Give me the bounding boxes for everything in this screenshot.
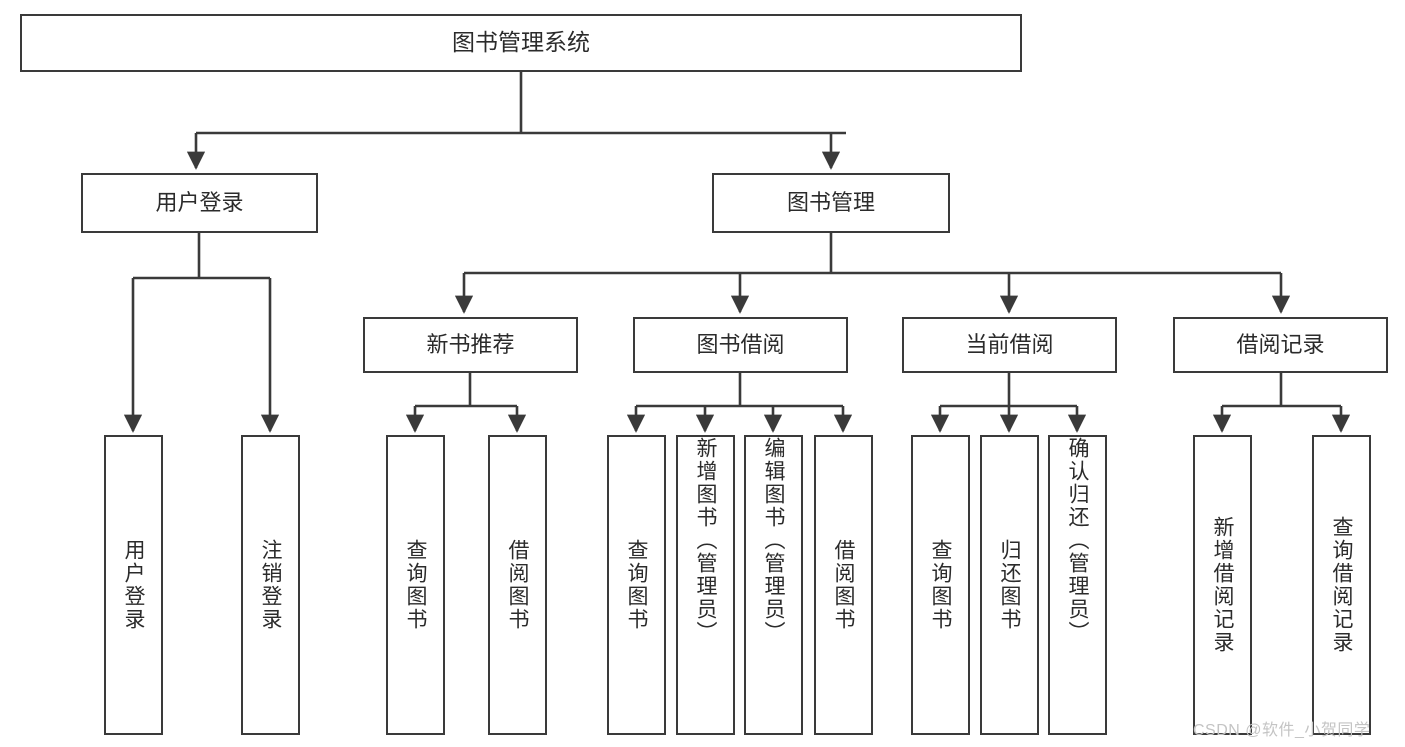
node-leaf-query-book-borrow-label: 查询图书 xyxy=(625,539,648,631)
node-leaf-query-book-newbook[interactable]: 查询图书 xyxy=(386,435,445,735)
node-new-book-recommend[interactable]: 新书推荐 xyxy=(363,317,578,373)
node-leaf-add-book-label: 新增图书（管理员） xyxy=(694,437,717,644)
node-leaf-confirm-return-label: 确认归还（管理员） xyxy=(1066,437,1089,644)
node-book-management-label: 图书管理 xyxy=(786,190,875,216)
csdn-watermark: CSDN @软件_小贺同学 xyxy=(1193,722,1371,739)
node-current-borrow-label: 当前借阅 xyxy=(965,332,1054,358)
node-current-borrow[interactable]: 当前借阅 xyxy=(902,317,1117,373)
node-new-book-recommend-label: 新书推荐 xyxy=(426,332,515,358)
node-book-borrow-label: 图书借阅 xyxy=(696,332,785,358)
node-leaf-query-book-current[interactable]: 查询图书 xyxy=(911,435,970,735)
node-root-system-label: 图书管理系统 xyxy=(452,29,590,56)
node-leaf-query-book-current-label: 查询图书 xyxy=(929,539,952,631)
node-leaf-return-book-label: 归还图书 xyxy=(998,539,1021,631)
node-leaf-add-book[interactable]: 新增图书（管理员） xyxy=(676,435,735,735)
node-borrow-record[interactable]: 借阅记录 xyxy=(1173,317,1388,373)
node-leaf-add-borrow-record-label: 新增借阅记录 xyxy=(1211,516,1234,654)
node-leaf-lend-book-label: 借阅图书 xyxy=(832,539,855,631)
node-user-login[interactable]: 用户登录 xyxy=(81,173,318,233)
node-leaf-return-book[interactable]: 归还图书 xyxy=(980,435,1039,735)
node-leaf-query-book-newbook-label: 查询图书 xyxy=(404,539,427,631)
node-leaf-logout-label: 注销登录 xyxy=(259,539,282,631)
node-leaf-borrow-book-newbook[interactable]: 借阅图书 xyxy=(488,435,547,735)
node-leaf-user-login-label: 用户登录 xyxy=(122,539,145,631)
node-leaf-query-borrow-record-label: 查询借阅记录 xyxy=(1330,516,1353,654)
node-leaf-query-book-borrow[interactable]: 查询图书 xyxy=(607,435,666,735)
node-book-borrow[interactable]: 图书借阅 xyxy=(633,317,848,373)
node-leaf-borrow-book-newbook-label: 借阅图书 xyxy=(506,539,529,631)
node-leaf-user-login[interactable]: 用户登录 xyxy=(104,435,163,735)
node-leaf-confirm-return[interactable]: 确认归还（管理员） xyxy=(1048,435,1107,735)
node-leaf-edit-book-label: 编辑图书（管理员） xyxy=(762,437,785,644)
node-book-management[interactable]: 图书管理 xyxy=(712,173,950,233)
node-leaf-query-borrow-record[interactable]: 查询借阅记录 xyxy=(1312,435,1371,735)
node-root-system[interactable]: 图书管理系统 xyxy=(20,14,1022,72)
node-leaf-lend-book[interactable]: 借阅图书 xyxy=(814,435,873,735)
node-borrow-record-label: 借阅记录 xyxy=(1236,332,1325,358)
node-user-login-label: 用户登录 xyxy=(155,190,244,216)
node-leaf-add-borrow-record[interactable]: 新增借阅记录 xyxy=(1193,435,1252,735)
node-leaf-edit-book[interactable]: 编辑图书（管理员） xyxy=(744,435,803,735)
node-leaf-logout[interactable]: 注销登录 xyxy=(241,435,300,735)
